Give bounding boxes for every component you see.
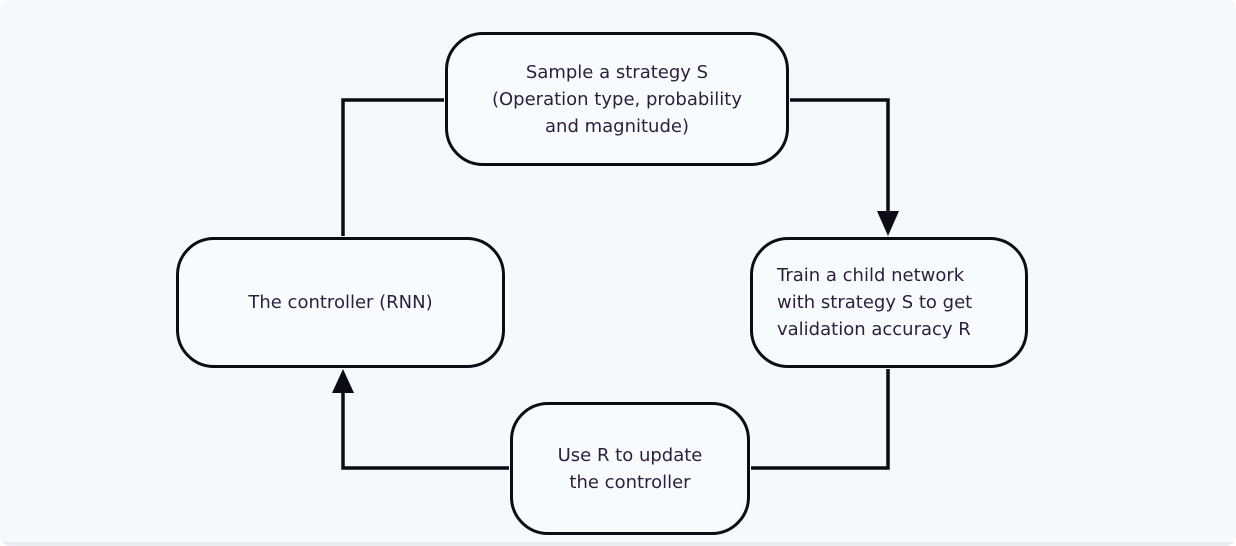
arrowhead-down-icon — [877, 211, 899, 236]
node-controller-rnn-label: The controller (RNN) — [248, 292, 433, 313]
node-train-child-network: Train a child network with strategy S to… — [750, 237, 1028, 368]
arrowhead-up-icon — [332, 369, 354, 393]
node-train-child-network-label: Train a child network with strategy S to… — [777, 265, 973, 340]
edge-update-to-controller — [341, 392, 509, 470]
node-sample-strategy-label: Sample a strategy S (Operation type, pro… — [491, 61, 742, 137]
edge-train-to-update — [751, 369, 890, 470]
edge-controller-to-sample — [341, 98, 444, 236]
edge-sample-to-train — [790, 98, 890, 213]
node-update-controller-label: Use R to update the controller — [557, 444, 703, 493]
node-controller-rnn: The controller (RNN) — [176, 237, 505, 368]
node-sample-strategy: Sample a strategy S (Operation type, pro… — [445, 32, 789, 166]
node-update-controller: Use R to update the controller — [510, 402, 750, 535]
bottom-edge-divider — [0, 542, 1236, 546]
